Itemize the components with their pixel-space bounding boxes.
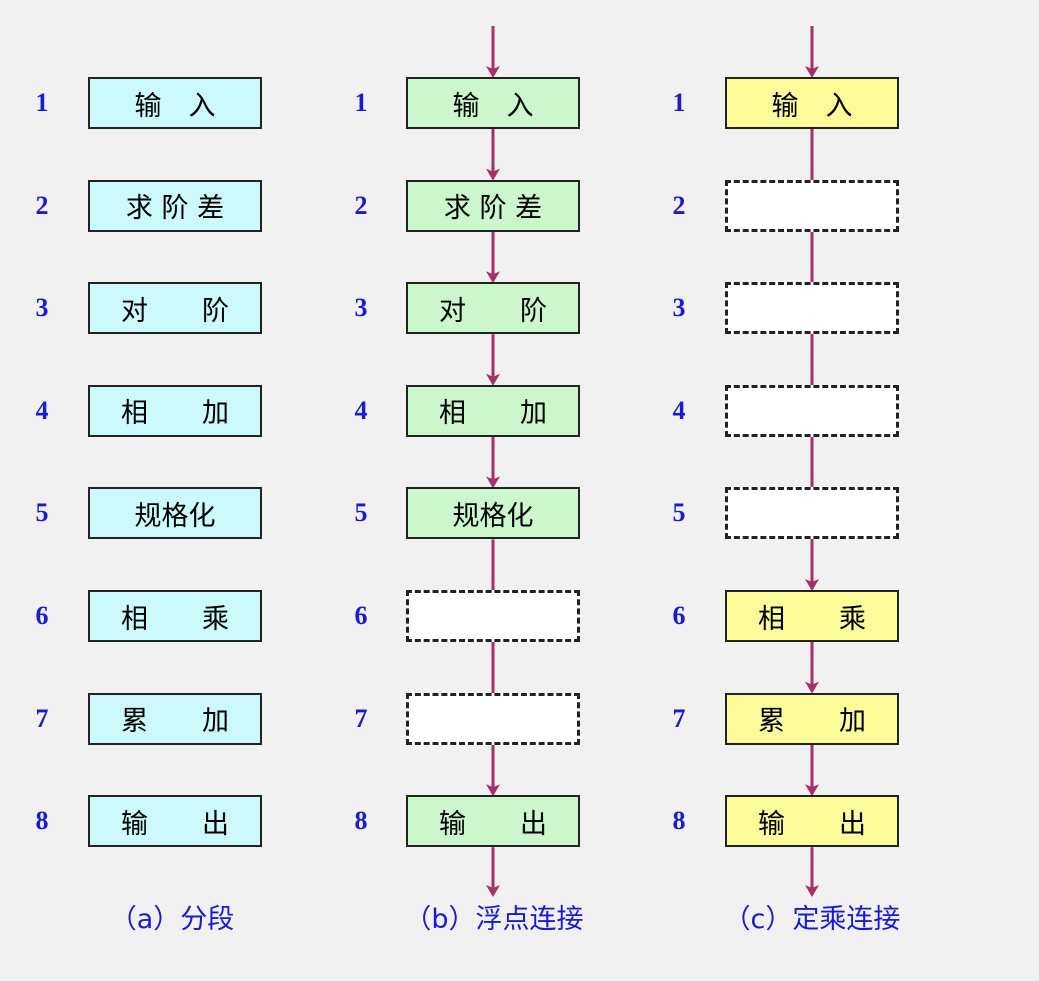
empty-stage-box (406, 692, 580, 745)
stage-box: 相 乘 (88, 590, 262, 642)
stage-number: 8 (672, 806, 686, 836)
empty-stage-box (406, 590, 580, 642)
stage-number: 7 (354, 703, 368, 733)
stage-box: 累 加 (725, 692, 899, 745)
stage-number: 2 (35, 190, 49, 220)
caption-b: （b）浮点连接 (404, 904, 584, 935)
stage-box: 求 阶 差 (406, 179, 580, 232)
empty-stage-box (725, 384, 899, 437)
stage-box: 输 入 (406, 77, 580, 129)
stage-box: 规格化 (406, 487, 580, 540)
stage-number: 6 (354, 601, 368, 630)
stage-box: 相 乘 (725, 590, 899, 642)
stage-number: 4 (354, 395, 368, 425)
caption-c: （c）定乘连接 (723, 904, 901, 935)
stage-box: 规格化 (88, 487, 262, 540)
empty-stage-box (725, 179, 899, 232)
stage-number: 7 (672, 703, 686, 733)
stage-box: 累 加 (88, 692, 262, 745)
stage-box: 输 入 (725, 77, 899, 129)
stage-number: 5 (672, 498, 686, 528)
stage-number: 3 (35, 293, 49, 323)
stage-number: 2 (672, 190, 686, 220)
caption-a: （a）分段 (109, 904, 235, 935)
stage-box: 输 出 (88, 795, 262, 848)
stage-box: 求 阶 差 (88, 179, 262, 232)
stage-number: 1 (354, 88, 368, 117)
stage-number: 8 (35, 806, 49, 836)
stage-number: 4 (672, 395, 686, 425)
stage-number: 1 (672, 88, 686, 117)
empty-stage-box (725, 282, 899, 335)
stage-number: 6 (35, 601, 49, 630)
stage-number: 1 (35, 88, 49, 117)
stage-box: 相 加 (88, 384, 262, 437)
stage-number: 8 (354, 806, 368, 836)
stage-box: 输 出 (725, 795, 899, 848)
stage-box: 输 入 (88, 77, 262, 129)
empty-stage-box (725, 487, 899, 540)
stage-box: 对 阶 (88, 282, 262, 335)
stage-number: 7 (35, 703, 49, 733)
stage-number: 4 (35, 395, 49, 425)
stage-number: 5 (354, 498, 368, 528)
stage-box: 相 加 (406, 384, 580, 437)
stage-number: 5 (35, 498, 49, 528)
stage-number: 6 (672, 601, 686, 630)
stage-number: 2 (354, 190, 368, 220)
stage-number: 3 (354, 293, 368, 323)
stage-number: 3 (672, 293, 686, 323)
stage-box: 对 阶 (406, 282, 580, 335)
stage-box: 输 出 (406, 795, 580, 848)
